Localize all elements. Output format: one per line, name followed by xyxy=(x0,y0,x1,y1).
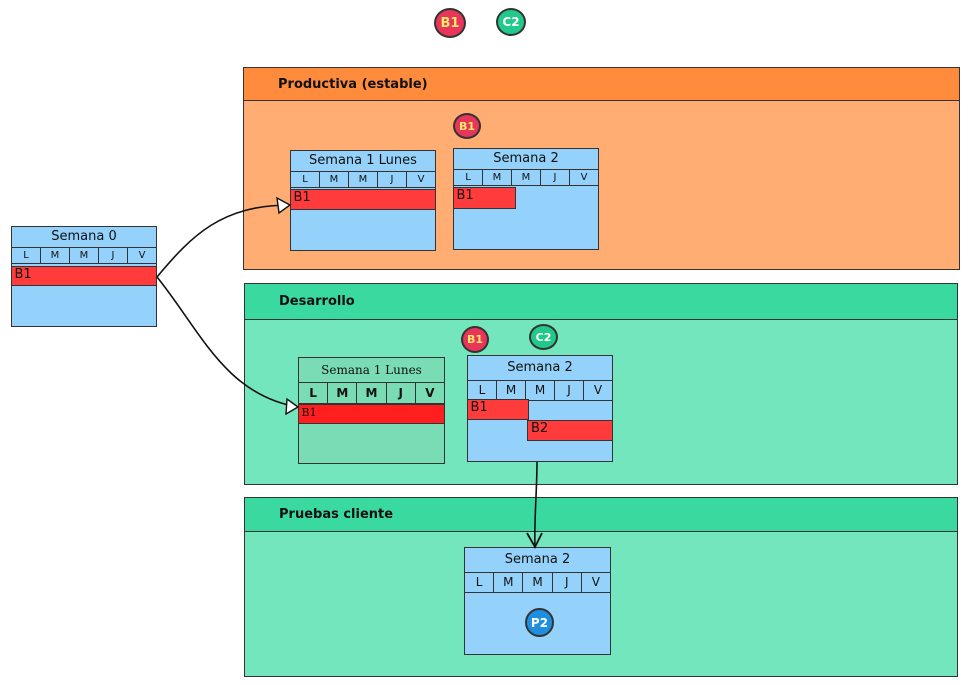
develop-week1-days: L M M J V xyxy=(299,383,444,404)
production-band-title: Productiva (estable) xyxy=(278,76,428,92)
develop-week1-b1-bar: B1 xyxy=(297,404,445,424)
day-label: M xyxy=(483,170,512,185)
arrowhead-production xyxy=(276,196,292,215)
arrow-develop-to-client xyxy=(534,461,538,548)
production-week2-box: Semana 2 L M M J V B1 xyxy=(452,148,599,250)
day-label: V xyxy=(591,575,601,589)
day-label: M xyxy=(349,172,378,187)
day-label: V xyxy=(138,250,146,261)
production-b1-badge: B1 xyxy=(453,113,481,139)
develop-week2-days: L M M J V xyxy=(468,381,612,401)
day-label: L xyxy=(12,248,41,263)
client-p2-badge: P2 xyxy=(525,608,554,637)
client-band-header: Pruebas cliente xyxy=(245,498,957,532)
develop-b1-badge: B1 xyxy=(461,326,489,353)
day-label: V xyxy=(425,386,435,400)
day-label: J xyxy=(541,170,570,185)
production-week1-b1-bar: B1 xyxy=(289,189,436,210)
day-label: M xyxy=(41,248,70,263)
arrow-week0-to-production xyxy=(156,204,291,278)
production-week1-box: Semana 1 Lunes L M M J V B1 xyxy=(289,150,436,251)
day-label: J xyxy=(99,248,128,263)
day-label: M xyxy=(357,383,387,403)
production-week2-b1-bar: B1 xyxy=(452,187,516,209)
production-week2-days: L M M J V xyxy=(454,170,598,186)
production-week1-days: L M M J V xyxy=(291,172,435,188)
client-week2-days: L M M J V xyxy=(465,573,610,593)
day-label: M xyxy=(523,573,553,592)
day-label: V xyxy=(593,383,603,397)
arrow-week0-to-develop xyxy=(156,276,299,408)
day-label: M xyxy=(497,381,526,400)
day-label: L xyxy=(454,170,483,185)
week0-box: Semana 0 L M M J V B1 xyxy=(10,226,157,327)
production-week2-title: Semana 2 xyxy=(454,149,598,170)
day-label: J xyxy=(387,383,416,403)
arrowhead-develop xyxy=(285,397,300,416)
day-label: L xyxy=(291,172,320,187)
develop-week2-box: Semana 2 L M M J V B1 B2 xyxy=(466,355,613,462)
day-label: M xyxy=(320,172,349,187)
week0-b1-bar: B1 xyxy=(10,266,157,286)
day-label: M xyxy=(526,381,555,400)
production-band-header: Productiva (estable) xyxy=(244,68,959,101)
client-week2-box: Semana 2 L M M J V P2 xyxy=(464,547,611,655)
day-label: L xyxy=(468,381,497,400)
day-label: J xyxy=(553,573,582,592)
day-label: L xyxy=(299,383,329,403)
day-label: L xyxy=(465,573,495,592)
day-label: M xyxy=(328,383,358,403)
client-week2-title: Semana 2 xyxy=(465,548,610,573)
develop-week1-title: Semana 1 Lunes xyxy=(299,358,444,383)
develop-week2-title: Semana 2 xyxy=(468,356,612,381)
day-label: M xyxy=(494,573,524,592)
day-label: V xyxy=(580,172,588,183)
week0-days: L M M J V xyxy=(12,248,156,264)
arrowhead-client xyxy=(526,532,543,549)
day-label: V xyxy=(417,174,425,185)
client-band-title: Pruebas cliente xyxy=(279,507,394,522)
day-label: J xyxy=(378,172,407,187)
legend-b1-badge: B1 xyxy=(434,8,466,38)
day-label: J xyxy=(555,381,584,400)
week0-title: Semana 0 xyxy=(12,227,156,248)
production-week1-title: Semana 1 Lunes xyxy=(291,151,435,172)
develop-week1-box: Semana 1 Lunes L M M J V B1 xyxy=(297,357,445,464)
day-label: M xyxy=(70,248,99,263)
develop-week2-b1-bar: B1 xyxy=(466,399,529,420)
day-label: M xyxy=(512,170,541,185)
develop-week2-b2-bar: B2 xyxy=(527,420,613,441)
develop-band-title: Desarrollo xyxy=(279,294,355,309)
develop-c2-badge: C2 xyxy=(529,324,558,350)
develop-band-header: Desarrollo xyxy=(245,284,957,320)
legend-c2-badge: C2 xyxy=(496,8,526,36)
